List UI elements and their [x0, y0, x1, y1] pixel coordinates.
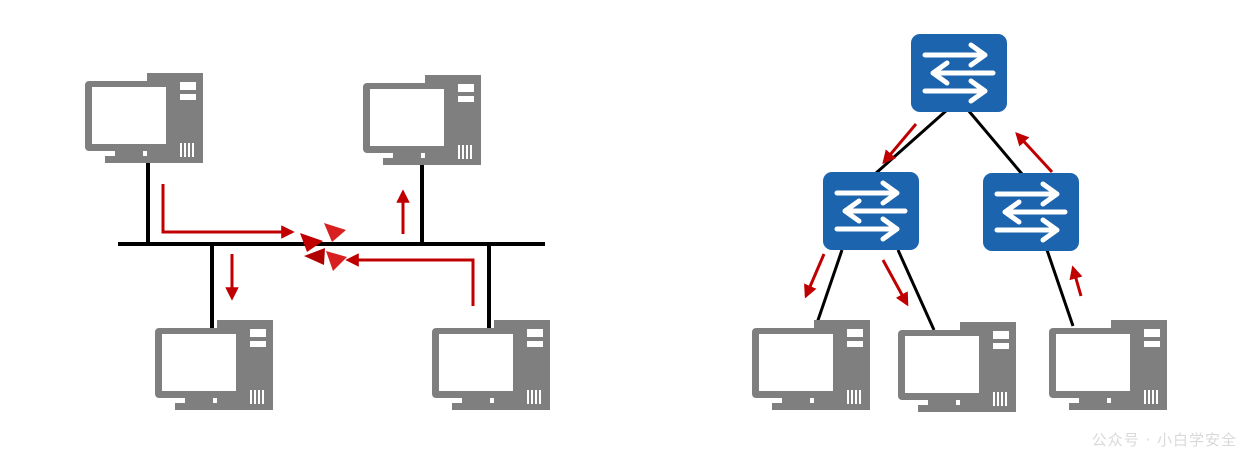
signal-arrow: [804, 253, 826, 299]
bus-topology: [85, 73, 550, 410]
link-root-right: [966, 109, 1024, 175]
link-left-pc2: [896, 249, 936, 331]
switched-topology: [752, 34, 1167, 412]
signal-arrow: [1069, 265, 1083, 297]
computer-icon: [752, 320, 870, 410]
switch-icon: [823, 172, 919, 250]
computer-icon: [85, 73, 203, 163]
switch-icon: [983, 173, 1079, 251]
link-root-left: [874, 108, 948, 176]
signal-arrow: [1015, 132, 1054, 174]
computer-icon: [1049, 320, 1167, 410]
signal-arrow: [882, 123, 918, 165]
link-right-pc3: [1045, 249, 1075, 327]
link-left-pc1: [814, 249, 844, 327]
signal-arrow: [345, 253, 475, 306]
signal-arrow: [161, 184, 295, 239]
computer-icon: [155, 320, 273, 410]
signal-arrow: [881, 259, 909, 307]
computer-icon: [432, 320, 550, 410]
computer-icon: [898, 322, 1016, 412]
watermark: 公众号 · 小白学安全: [1091, 431, 1237, 449]
switch-icon: [911, 34, 1007, 112]
collision-burst-icon: [300, 223, 347, 271]
computer-icon: [363, 75, 481, 165]
